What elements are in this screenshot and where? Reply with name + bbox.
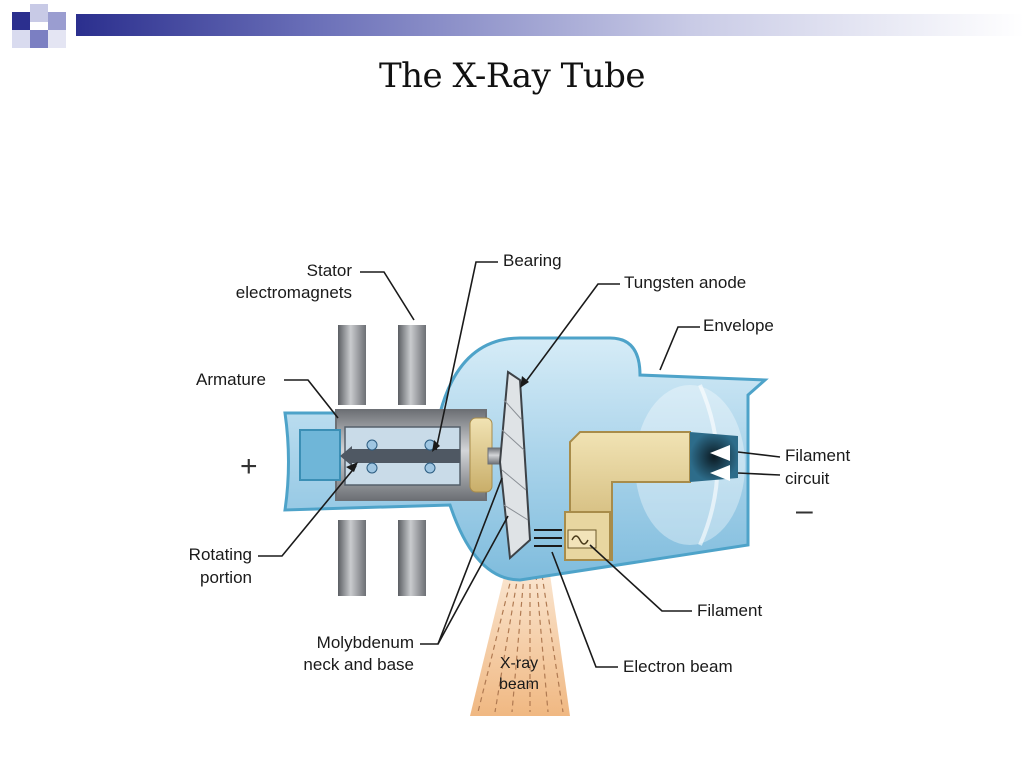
filament	[567, 529, 597, 549]
anode-plus-sign: +	[240, 450, 258, 483]
label-armature: Armature	[196, 370, 266, 389]
leader-lines	[258, 261, 781, 668]
label-stator-line1: Stator	[307, 261, 353, 280]
tungsten-anode-disc	[498, 370, 532, 561]
title-bar-gradient	[76, 14, 1024, 36]
stator-electromagnets	[338, 325, 426, 596]
label-tungsten-anode: Tungsten anode	[624, 273, 746, 292]
electron-beam	[534, 529, 562, 547]
label-bearing: Bearing	[503, 251, 562, 270]
label-xray-beam-line1: X-ray	[500, 655, 538, 672]
label-molybdenum-line2: neck and base	[303, 655, 414, 674]
label-molybdenum-line1: Molybdenum	[317, 633, 414, 652]
slide-title: The X-Ray Tube	[378, 56, 646, 96]
anode-facets	[501, 399, 529, 521]
slide-corner-decoration	[12, 4, 66, 48]
label-envelope: Envelope	[703, 316, 774, 335]
label-electron-beam: Electron beam	[623, 657, 733, 676]
label-rotating-portion-line2: portion	[200, 568, 252, 587]
filament-circuit-arrows	[710, 445, 730, 481]
label-stator-line2: electromagnets	[236, 283, 352, 302]
label-rotating-portion-line1: Rotating	[189, 545, 252, 564]
label-xray-beam-line2: beam	[499, 676, 539, 693]
rotating-portion	[340, 426, 461, 486]
xray-beam-cone	[470, 560, 570, 716]
label-filament-circuit-line2: circuit	[785, 469, 830, 488]
label-filament: Filament	[697, 601, 762, 620]
label-filament-circuit-line1: Filament	[785, 446, 850, 465]
cathode-minus-sign: –	[796, 494, 813, 527]
